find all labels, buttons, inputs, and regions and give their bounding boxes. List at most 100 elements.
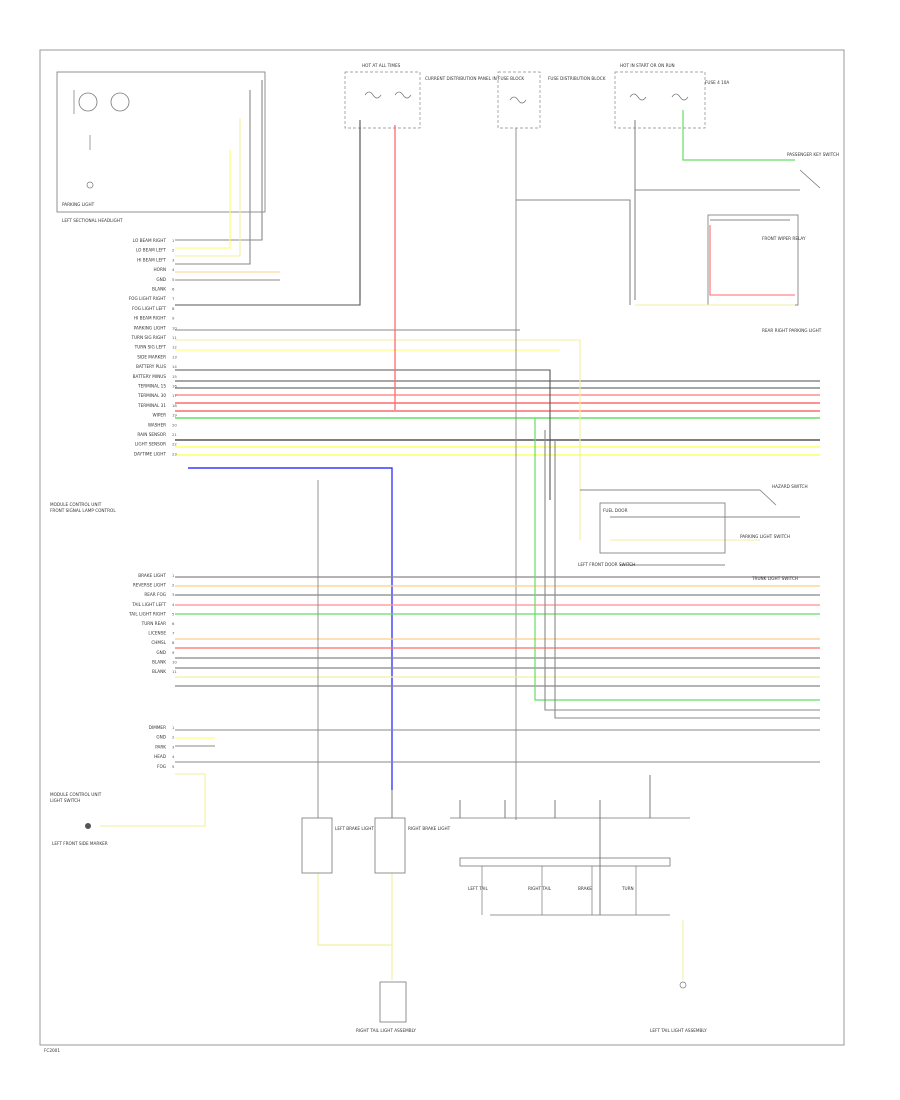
connector-pin-number: 7 xyxy=(172,296,175,301)
connector-pin-label: BLANK xyxy=(152,287,166,292)
connector-pin-number: 20 xyxy=(172,422,177,427)
wire-layer xyxy=(100,80,820,980)
wire xyxy=(516,199,631,305)
wire xyxy=(544,430,820,711)
connector-pin-number: 16 xyxy=(172,384,177,389)
trunk-light-label: TRUNK LIGHT SWITCH xyxy=(751,576,798,581)
main-fuse-1-label: HOT AT ALL TIMES xyxy=(362,63,401,68)
connector-pin-label: BLANK xyxy=(152,659,166,664)
connector-pin-label: FOG xyxy=(157,764,166,769)
rear-lamp-label: LEFT TAIL xyxy=(468,886,489,891)
connector-pin-number: 15 xyxy=(172,374,177,379)
connector-pin-number: 13 xyxy=(172,354,177,359)
connector-pin-label: WASHER xyxy=(148,422,166,427)
hazard-switch-label: HAZARD SWITCH xyxy=(772,484,808,489)
connector-pin-label: TERMINAL 31 xyxy=(137,403,166,408)
wire xyxy=(709,225,795,296)
wire xyxy=(100,773,206,827)
connector-pin-label: TURN SIG RIGHT xyxy=(130,335,166,340)
connector-pin-number: 5 xyxy=(172,277,175,282)
connector-pin-label: TERMINAL 15 xyxy=(137,384,166,389)
brake-light-center-label: LEFT BRAKE LIGHT xyxy=(335,826,374,831)
rear-lamp-label: RIGHT TAIL xyxy=(528,886,552,891)
connector-pin-number: 5 xyxy=(172,611,175,616)
connector-pin-label: PARK xyxy=(155,744,166,749)
wire xyxy=(175,369,551,500)
connector-pin-label: PARKING LIGHT xyxy=(134,325,167,330)
connector-pin-number: 3 xyxy=(172,744,175,749)
right-middle-labels: HAZARD SWITCH PARKING LIGHT SWITCH FUEL … xyxy=(578,484,808,581)
connector-pin-number: 23 xyxy=(172,451,177,456)
connector-pin-number: 4 xyxy=(172,267,175,272)
connector-pin-number: 1 xyxy=(172,238,175,243)
connector-pin-label: GND xyxy=(156,650,166,655)
fuse-3-label: FUSE 4 10A xyxy=(705,80,729,85)
connector-pin-label: GND xyxy=(156,277,166,282)
fuel-door-label: FUEL DOOR xyxy=(603,508,628,513)
wire xyxy=(175,120,361,306)
connector-pin-label: CHMSL xyxy=(151,640,166,645)
connector-pin-number: 14 xyxy=(172,364,177,369)
connector-pin-number: 6 xyxy=(172,287,175,292)
connector-pin-number: 11 xyxy=(172,335,177,340)
bottom-components: LEFT BRAKE LIGHT RIGHT BRAKE LIGHT RIGHT… xyxy=(52,817,707,1033)
wire xyxy=(554,440,820,719)
connector-pin-label: DIMMER xyxy=(149,725,166,730)
main-fuse-3-label: HOT IN START OR ON RUN xyxy=(620,63,675,68)
connector-pin-label: HI BEAM RIGHT xyxy=(134,316,167,321)
left-front-door-label: LEFT FRONT DOOR SWITCH xyxy=(578,562,635,567)
wire xyxy=(175,150,231,249)
connector-pin-number: 18 xyxy=(172,403,177,408)
connector-pin-label: LO BEAM LEFT xyxy=(136,248,166,253)
connector-pin-label: BATTERY PLUS xyxy=(136,364,166,369)
wire xyxy=(534,418,820,701)
connector-pin-label: LICENSE xyxy=(148,631,166,636)
connector-pin-label: BATTERY MINUS xyxy=(133,374,167,379)
connector-pin-label: BRAKE LIGHT xyxy=(138,573,166,578)
connector-pin-label: TAIL LIGHT RIGHT xyxy=(128,611,166,616)
connector-pin-label: FOG LIGHT LEFT xyxy=(132,306,166,311)
left-headlight-label: LEFT SECTIONAL HEADLIGHT xyxy=(62,218,123,223)
connector-pin-number: 2 xyxy=(172,248,175,253)
lower-connector-subtitle: LIGHT SWITCH xyxy=(50,798,80,803)
connector-pin-number: 10 xyxy=(172,659,177,664)
wire xyxy=(175,80,263,241)
connector-pin-number: 12 xyxy=(172,345,177,350)
connector-pin-number: 1 xyxy=(172,725,175,730)
wire xyxy=(682,110,795,161)
connector-pin-number: 21 xyxy=(172,432,177,437)
footer-code: FC2001 xyxy=(44,1048,60,1053)
left-parking-label: PARKING LIGHT xyxy=(62,202,95,207)
connector-pin-number: 9 xyxy=(172,650,175,655)
connector-pin-label: TURN SIG LEFT xyxy=(134,345,167,350)
connector-pin-number: 2 xyxy=(172,583,175,588)
connector-pin-label: WIPER xyxy=(153,413,167,418)
left-lamp-label: LEFT FRONT SIDE MARKER xyxy=(52,841,108,846)
fuse-block-1-label: CURRENT DISTRIBUTION PANEL IN FUSE BLOCK xyxy=(425,76,524,81)
right-brake-assembly-label: RIGHT TAIL LIGHT ASSEMBLY xyxy=(356,1028,416,1033)
rear-lamp-label: BRAKE xyxy=(578,886,592,891)
connector-pin-label: RAIN SENSOR xyxy=(137,432,166,437)
connector-pin-number: 22 xyxy=(172,442,177,447)
reverse-light-center-label: RIGHT BRAKE LIGHT xyxy=(408,826,451,831)
connector-pin-number: 2 xyxy=(172,735,175,740)
connector-pin-number: 3 xyxy=(172,592,175,597)
wire xyxy=(175,118,241,257)
left-brake-assembly-label: LEFT TAIL LIGHT ASSEMBLY xyxy=(650,1028,707,1033)
diagram-frame xyxy=(39,49,845,1046)
connector-pin-number: 8 xyxy=(172,640,175,645)
connector-pin-label: REVERSE LIGHT xyxy=(133,583,167,588)
connector-pin-number: 7 xyxy=(172,631,175,636)
parking-assist-label: PARKING LIGHT SWITCH xyxy=(740,534,790,539)
wire xyxy=(317,873,393,980)
connector-pin-number: 4 xyxy=(172,602,175,607)
connector-pin-label: HORN xyxy=(154,267,167,272)
fuse-block-2: FUSE DISTRIBUTION BLOCK xyxy=(497,71,606,129)
connector-pin-number: 9 xyxy=(172,316,175,321)
connector-pin-number: 3 xyxy=(172,257,175,262)
wire xyxy=(175,339,581,540)
connector-pin-number: 8 xyxy=(172,306,175,311)
